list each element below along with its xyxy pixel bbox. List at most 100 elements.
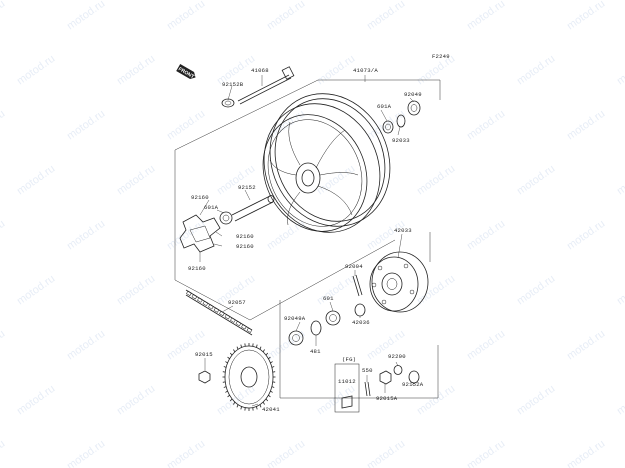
- leader-lines: [199, 75, 415, 407]
- bearing-601A-left: [219, 211, 233, 225]
- watermark-text: motod.ru: [415, 273, 457, 308]
- watermark-text: motod.ru: [315, 53, 357, 88]
- rear-sprocket-42041: [222, 343, 276, 411]
- label-92152B: 92152B: [222, 81, 244, 88]
- label-42041: 42041: [262, 406, 280, 413]
- watermark-text: motod.ru: [515, 383, 557, 418]
- watermark-text: motod.ru: [365, 218, 407, 253]
- label-92200: 92200: [388, 353, 406, 360]
- watermark-text: motod.ru: [615, 53, 625, 88]
- sprocket-tooth: [233, 401, 236, 405]
- axle-41068: [237, 66, 295, 105]
- watermark-text: motod.ru: [565, 108, 607, 143]
- watermark-text: motod.ru: [0, 108, 7, 143]
- watermark-text: motod.ru: [115, 163, 157, 198]
- watermark-text: motod.ru: [515, 273, 557, 308]
- watermark-text: motod.ru: [15, 273, 57, 308]
- sprocket-tooth: [223, 366, 227, 368]
- chain-link: [197, 297, 203, 303]
- sprocket-tooth: [223, 386, 227, 388]
- label-92152A: 92152A: [402, 381, 424, 388]
- label-92004: 92004: [345, 263, 363, 270]
- drive-chain-92057: [185, 289, 253, 336]
- grease-11012-box: [334, 363, 360, 413]
- spacer-92152B: [221, 98, 235, 108]
- label-92049A: 92049A: [284, 315, 306, 322]
- label-42033: 42033: [394, 227, 412, 234]
- watermark-text: motod.ru: [515, 163, 557, 198]
- watermark-text: motod.ru: [365, 438, 407, 468]
- sprocket-tooth: [236, 346, 239, 350]
- watermark-text: motod.ru: [515, 53, 557, 88]
- sprocket-tooth: [265, 398, 269, 402]
- bearing-601: [325, 310, 341, 326]
- label-41073A: 41073/A: [353, 67, 378, 74]
- watermark-text: motod.ru: [0, 218, 7, 253]
- label-42036: 42036: [352, 319, 370, 326]
- chain-link: [235, 320, 242, 327]
- watermark-text: motod.ru: [415, 163, 457, 198]
- sprocket-tooth: [225, 390, 228, 393]
- bearing-601A-top: [382, 120, 394, 134]
- diagram-code: F2249: [432, 53, 450, 60]
- watermark-text: motod.ru: [465, 0, 507, 32]
- watermark-text: motod.ru: [15, 53, 57, 88]
- label-92015: 92015: [195, 351, 213, 358]
- watermark-text: motod.ru: [565, 0, 607, 32]
- watermark-text: motod.ru: [115, 273, 157, 308]
- watermark-text: motod.ru: [315, 163, 357, 198]
- sprocket-tooth: [227, 394, 230, 398]
- collar-92152: [231, 195, 275, 222]
- watermark-text: motod.ru: [15, 383, 57, 418]
- watermark-text: motod.ru: [465, 218, 507, 253]
- chain-link: [230, 317, 236, 323]
- sprocket-hub-42033: [369, 251, 429, 313]
- watermark-text: motod.ru: [65, 108, 107, 143]
- sprocket-tooth: [268, 394, 271, 398]
- sprocket-tooth: [259, 404, 262, 408]
- chain-link: [224, 314, 231, 320]
- label-92160-top: 92160: [191, 194, 209, 201]
- sprocket-tooth: [271, 386, 275, 388]
- watermark-text: motod.ru: [565, 218, 607, 253]
- sprocket-tooth: [240, 406, 242, 410]
- stud-92004: [352, 274, 363, 297]
- sprocket-tooth: [262, 401, 265, 405]
- watermark-text: motod.ru: [165, 438, 207, 468]
- watermark-text: motod.ru: [15, 163, 57, 198]
- watermark-text: motod.ru: [315, 273, 357, 308]
- watermark-text: motod.ru: [0, 0, 7, 32]
- label-92160-mid1: 92160: [236, 233, 254, 240]
- sprocket-tooth: [271, 366, 275, 368]
- rear-wheel-41073: [262, 93, 391, 233]
- chain-link: [191, 294, 198, 300]
- sprocket-tooth: [270, 361, 273, 364]
- watermark-text: motod.ru: [465, 328, 507, 363]
- watermark-text: motod.ru: [265, 218, 307, 253]
- label-481: 481: [310, 348, 321, 355]
- label-92033: 92033: [392, 137, 410, 144]
- watermark-text: motod.ru: [115, 53, 157, 88]
- label-601: 601: [323, 295, 334, 302]
- watermark-text: motod.ru: [615, 383, 625, 418]
- watermark-text: motod.ru: [265, 438, 307, 468]
- watermark-text: motod.ru: [465, 108, 507, 143]
- chain-link: [202, 300, 209, 307]
- collar-42036: [354, 303, 366, 317]
- watermark-text: motod.ru: [265, 0, 307, 32]
- oil-seal-92049: [407, 100, 421, 116]
- sprocket-tooth: [256, 344, 258, 348]
- sprocket-tooth: [229, 352, 233, 356]
- sprocket-tooth: [240, 344, 242, 348]
- watermark-text: motod.ru: [115, 383, 157, 418]
- chain-link: [208, 304, 214, 310]
- label-41068: 41068: [251, 67, 269, 74]
- watermark-text: motod.ru: [65, 218, 107, 253]
- label-92049: 92049: [404, 91, 422, 98]
- label-fg-note: (FG): [342, 356, 356, 363]
- sprocket-tooth: [227, 356, 230, 360]
- sprocket-tooth: [270, 390, 273, 393]
- label-92015A: 92015A: [376, 395, 398, 402]
- seal-92033: [396, 114, 406, 128]
